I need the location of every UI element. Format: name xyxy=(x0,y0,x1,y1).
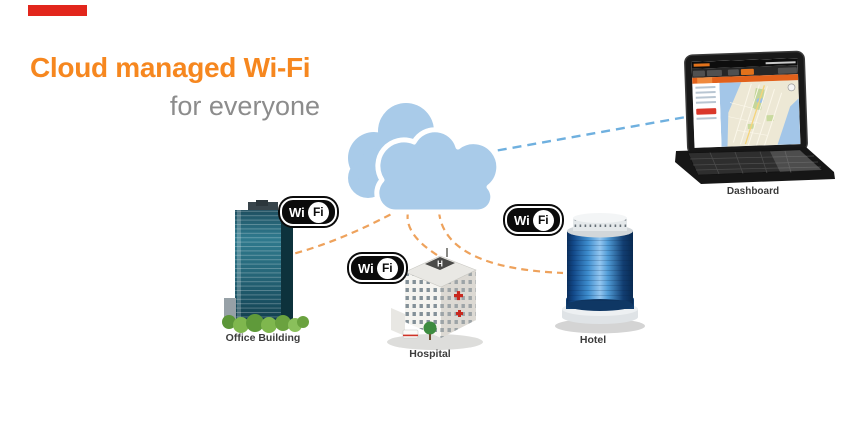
connection-cloud-hotel xyxy=(437,211,564,275)
connection-cloud-hospital xyxy=(406,211,438,256)
dashboard-nav-tab xyxy=(777,66,797,74)
laptop-screen xyxy=(685,51,807,155)
wifi-badge-fi-circle: Fi xyxy=(307,201,329,223)
dashboard-nav-tab xyxy=(692,69,706,77)
page-subtitle: for everyone xyxy=(169,91,320,121)
cloud-front xyxy=(374,127,502,215)
hotel-illustration xyxy=(555,213,645,334)
connection-cloud-dashboard xyxy=(482,115,687,155)
helipad-letter: H xyxy=(437,260,443,269)
dashboard-topbar-text xyxy=(765,60,796,64)
sidebar-row xyxy=(696,117,717,120)
dashboard-red-button xyxy=(696,108,717,115)
dashboard-nav-tab xyxy=(706,69,723,76)
office-building-illustration xyxy=(222,200,309,333)
sidebar-row xyxy=(695,96,716,99)
wifi-badge-fi: Fi xyxy=(381,261,393,275)
office-building-label: Office Building xyxy=(225,332,301,344)
helipad xyxy=(425,257,455,270)
dashboard-label: Dashboard xyxy=(726,186,780,197)
dashboard-logo xyxy=(693,63,710,67)
tree xyxy=(423,321,437,335)
wifi-badge-fi: Fi xyxy=(537,213,549,227)
wifi-badge-hotel: Wi Fi xyxy=(505,206,562,234)
wifi-badge-fi-circle: Fi xyxy=(376,257,398,279)
red-cross xyxy=(454,291,463,317)
red-accent-bar xyxy=(28,5,87,16)
dashboard-ui xyxy=(691,58,801,148)
hospital-illustration: H xyxy=(387,248,483,350)
hospital-label: Hospital xyxy=(409,348,451,360)
sidebar-row xyxy=(695,86,716,89)
sidebar-row xyxy=(695,91,716,94)
wifi-badge-hospital: Wi Fi xyxy=(349,254,406,282)
ambulance xyxy=(402,329,419,339)
wifi-badge-wi: Wi xyxy=(289,204,305,220)
dashboard-nav-tab xyxy=(727,68,740,76)
wifi-badge-fi-circle: Fi xyxy=(532,209,554,231)
wifi-badge-office: Wi Fi xyxy=(280,198,337,226)
wifi-badge-wi: Wi xyxy=(358,260,374,276)
dashboard-map xyxy=(719,80,801,147)
map-compass-icon xyxy=(787,83,796,92)
laptop-base xyxy=(675,147,835,184)
wifi-badge-wi: Wi xyxy=(514,212,530,228)
cloud xyxy=(348,103,502,215)
dashboard-nav-tab-active xyxy=(740,68,754,75)
hotel-label: Hotel xyxy=(579,334,607,346)
sidebar-row xyxy=(695,101,716,104)
trees xyxy=(222,314,309,333)
page-title: Cloud managed Wi-Fi xyxy=(30,52,311,83)
wifi-badge-fi: Fi xyxy=(312,205,324,219)
